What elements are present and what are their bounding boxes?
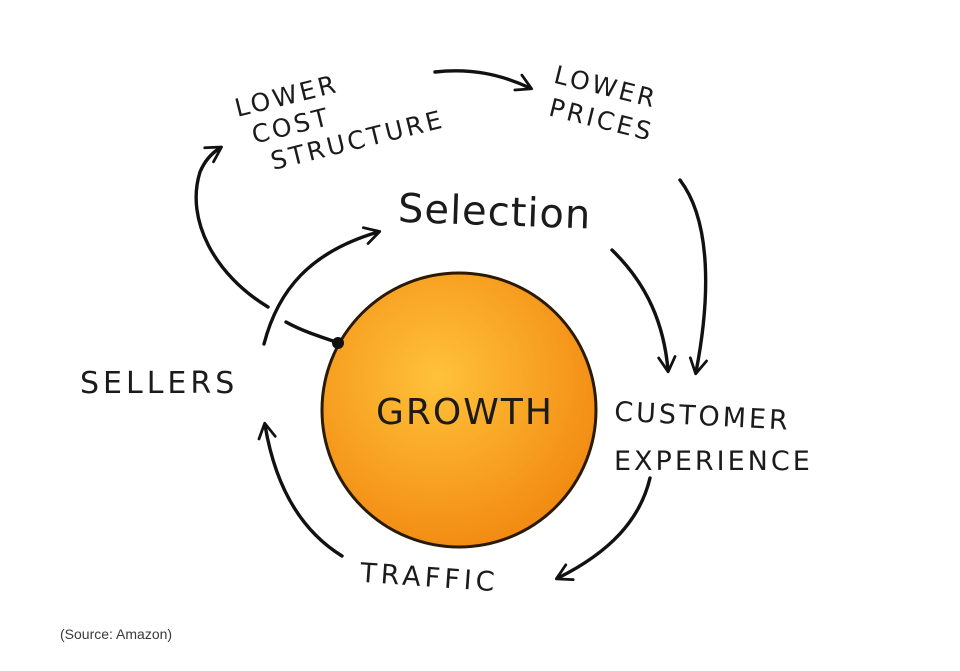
arrow-sellers-to-selection bbox=[262, 226, 382, 346]
arrow-selection-to-customer-experience bbox=[610, 248, 677, 374]
label-selection: Selection bbox=[397, 186, 592, 239]
growth-circle bbox=[320, 271, 598, 549]
label-growth: GROWTH bbox=[376, 392, 554, 433]
connector-dot bbox=[332, 337, 344, 349]
arrow-sellers-to-lower-cost bbox=[194, 145, 270, 309]
source-caption: (Source: Amazon) bbox=[60, 626, 173, 642]
label-customer: CUSTOMER bbox=[613, 397, 791, 437]
label-lower-cost-structure: LOWER COST STRUCTURE bbox=[232, 69, 448, 176]
arrow-lower-cost-to-lower-prices bbox=[433, 69, 534, 92]
arrow-traffic-to-sellers bbox=[257, 421, 344, 558]
arrow-lower-prices-to-customer-experience bbox=[678, 178, 708, 376]
label-lower-prices: LOWER PRICES bbox=[546, 60, 661, 147]
label-traffic: TRAFFIC bbox=[358, 558, 499, 599]
connector-to-growth bbox=[284, 320, 338, 344]
label-experience: EXPERIENCE bbox=[614, 446, 813, 477]
arrow-customer-experience-to-traffic bbox=[554, 476, 652, 582]
label-sellers: SELLERS bbox=[80, 366, 238, 401]
